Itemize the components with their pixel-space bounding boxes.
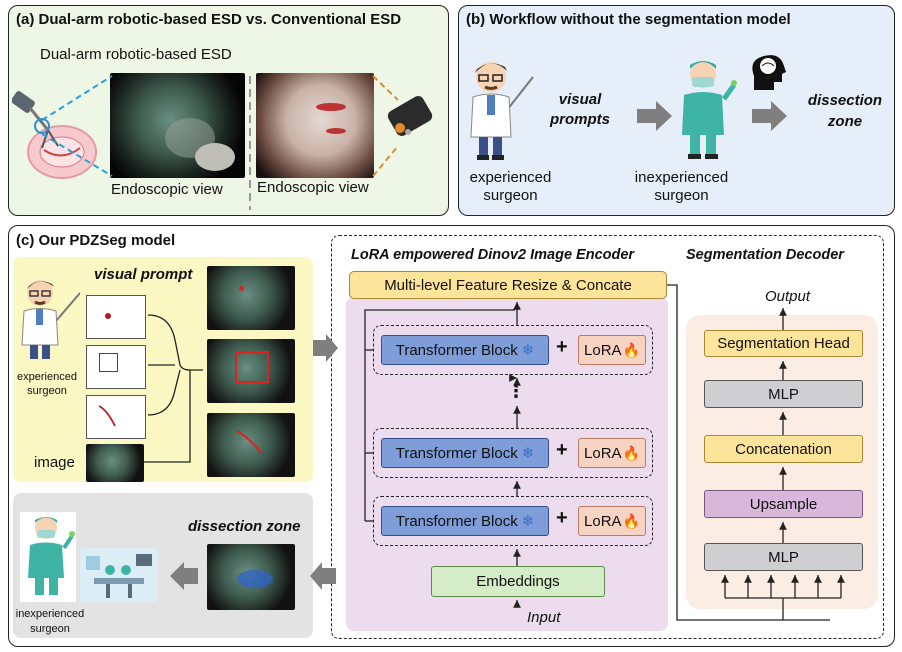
plus-icon: + (556, 439, 568, 461)
input-label: Input (527, 609, 561, 626)
transformer-block-bottom: Transformer Block ❄ (381, 506, 549, 536)
input-image-thumb (86, 444, 144, 482)
dissection-line2: zone (827, 113, 863, 130)
plus-icon: + (556, 507, 568, 529)
experienced-line1: experienced (469, 169, 552, 186)
box-prompt-rect (99, 353, 118, 372)
c-experienced-line2: surgeon (27, 385, 67, 397)
mlp-top-box: MLP (704, 380, 863, 408)
brain-icon (746, 52, 788, 92)
inexperienced-line2: surgeon (654, 187, 709, 204)
visual-prompt-label: visual prompt (94, 266, 193, 283)
experienced-surgeon-icon-small (18, 275, 81, 363)
concatenation-box: Concatenation (704, 435, 863, 463)
panel-a-subtitle: Dual-arm robotic-based ESD (40, 46, 232, 63)
transformer-block-top: Transformer Block ❄ (381, 335, 549, 365)
lora-block-mid: LoRA 🔥 (578, 438, 646, 468)
inexperienced-surgeon-icon (670, 55, 740, 163)
dissection-zone-label: dissection zone (188, 518, 301, 535)
fire-icon: 🔥 (622, 444, 640, 461)
panel-b (458, 5, 895, 216)
plus-icon: + (556, 336, 568, 358)
experienced-line2: surgeon (483, 187, 538, 204)
experienced-surgeon-icon (465, 55, 535, 163)
dissection-line1: dissection (807, 92, 883, 109)
model-dashed-frame (331, 235, 884, 639)
left-caption: Endoscopic view (111, 181, 223, 198)
c-inexperienced-line2: surgeon (30, 623, 70, 635)
upsample-box: Upsample (704, 490, 863, 518)
c-experienced-line1: experienced (17, 371, 77, 383)
box-prompt-box (86, 345, 146, 389)
output-label: Output (765, 288, 811, 305)
segmentation-head-box: Segmentation Head (704, 330, 863, 357)
dissection-zone-output-image (207, 544, 295, 610)
lora-label: LoRA (584, 444, 622, 462)
transformer-label: Transformer Block (395, 341, 518, 359)
decoder-title: Segmentation Decoder (686, 247, 844, 263)
inexperienced-surgeon-icon-small (20, 512, 76, 602)
visual-prompts-line1: visual (558, 91, 602, 108)
conventional-endoscope-icon (380, 92, 440, 152)
transformer-block-mid: Transformer Block ❄ (381, 438, 549, 468)
transformer-label: Transformer Block (395, 444, 518, 462)
point-prompt-dot (105, 313, 111, 319)
scribble-prompt-box (86, 395, 146, 439)
lora-block-bottom: LoRA 🔥 (578, 506, 646, 536)
ellipsis: ⋮ (507, 381, 525, 401)
image-label: image (34, 454, 75, 471)
scribble-prompt-line (98, 405, 116, 427)
prompted-image-scribble (207, 413, 295, 477)
panel-c-title: (c) Our PDZSeg model (16, 232, 176, 249)
point-prompt-box (86, 295, 146, 339)
lora-label: LoRA (584, 512, 622, 530)
transformer-label: Transformer Block (395, 512, 518, 530)
lora-label: LoRA (584, 341, 622, 359)
operating-room-icon (80, 548, 158, 602)
snowflake-icon: ❄ (521, 342, 535, 359)
visual-prompts-line2: prompts (550, 111, 610, 128)
resize-concat-box: Multi-level Feature Resize & Concate (349, 271, 667, 299)
right-caption: Endoscopic view (257, 179, 369, 196)
inexperienced-line1: inexperienced (634, 169, 729, 186)
encoder-title: LoRA empowered Dinov2 Image Encoder (351, 247, 635, 263)
prompted-image-box (207, 339, 295, 403)
panel-a-title: (a) Dual-arm robotic-based ESD vs. Conve… (16, 11, 402, 28)
prompted-image-point (207, 266, 295, 330)
fire-icon: 🔥 (622, 512, 640, 529)
endoscopic-image-robotic (110, 73, 245, 178)
snowflake-icon: ❄ (521, 513, 535, 530)
c-inexperienced-line1: inexperienced (15, 608, 85, 620)
fire-icon: 🔥 (622, 341, 640, 358)
mlp-bottom-box: MLP (704, 543, 863, 571)
embeddings-box: Embeddings (431, 566, 605, 597)
lora-block-top: LoRA 🔥 (578, 335, 646, 365)
robot-arm-icon (11, 90, 102, 185)
panel-b-title: (b) Workflow without the segmentation mo… (466, 11, 791, 28)
snowflake-icon: ❄ (521, 445, 535, 462)
endoscopic-image-conventional (256, 73, 374, 178)
